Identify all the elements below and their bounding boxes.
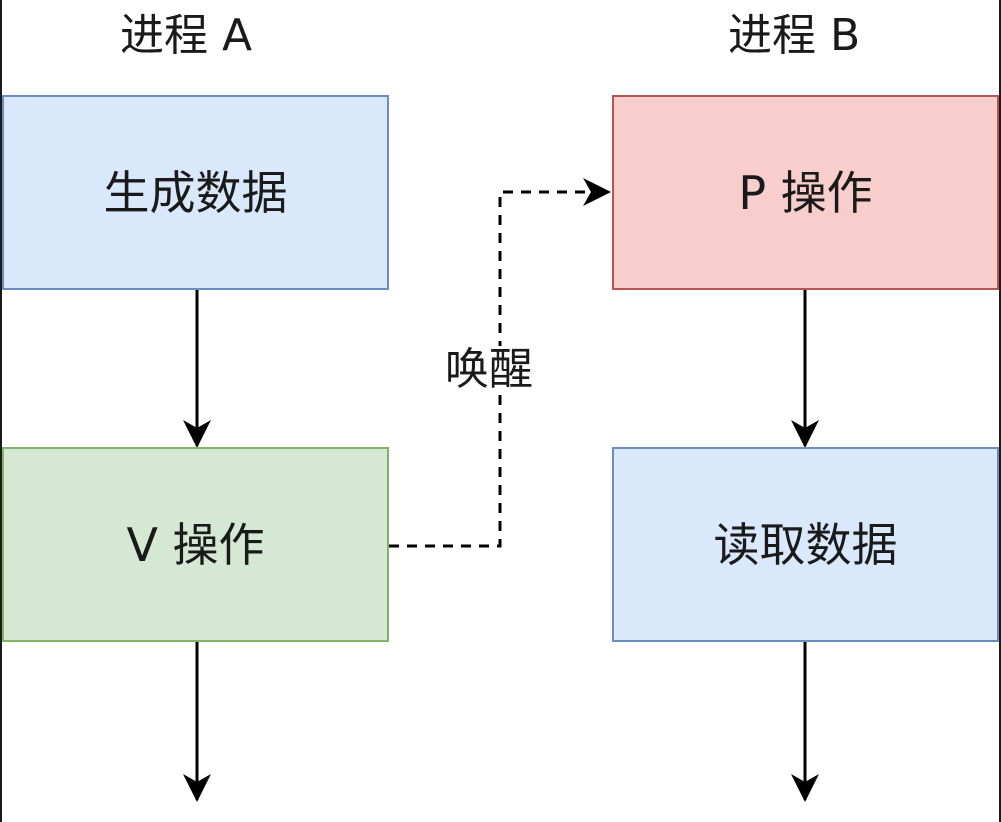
node-p-operation-label: P 操作 <box>738 165 873 220</box>
node-read-data[interactable]: 读取数据 <box>612 447 999 642</box>
node-generate-data[interactable]: 生成数据 <box>2 95 389 290</box>
process-b-title: 进程 B <box>728 10 861 61</box>
node-v-operation-label: V 操作 <box>126 517 265 572</box>
node-generate-data-label: 生成数据 <box>103 165 288 220</box>
node-read-data-label: 读取数据 <box>713 517 898 572</box>
wake-label: 唤醒 <box>445 344 533 395</box>
process-a-title: 进程 A <box>120 10 253 61</box>
node-p-operation[interactable]: P 操作 <box>612 95 999 290</box>
node-v-operation[interactable]: V 操作 <box>2 447 389 642</box>
